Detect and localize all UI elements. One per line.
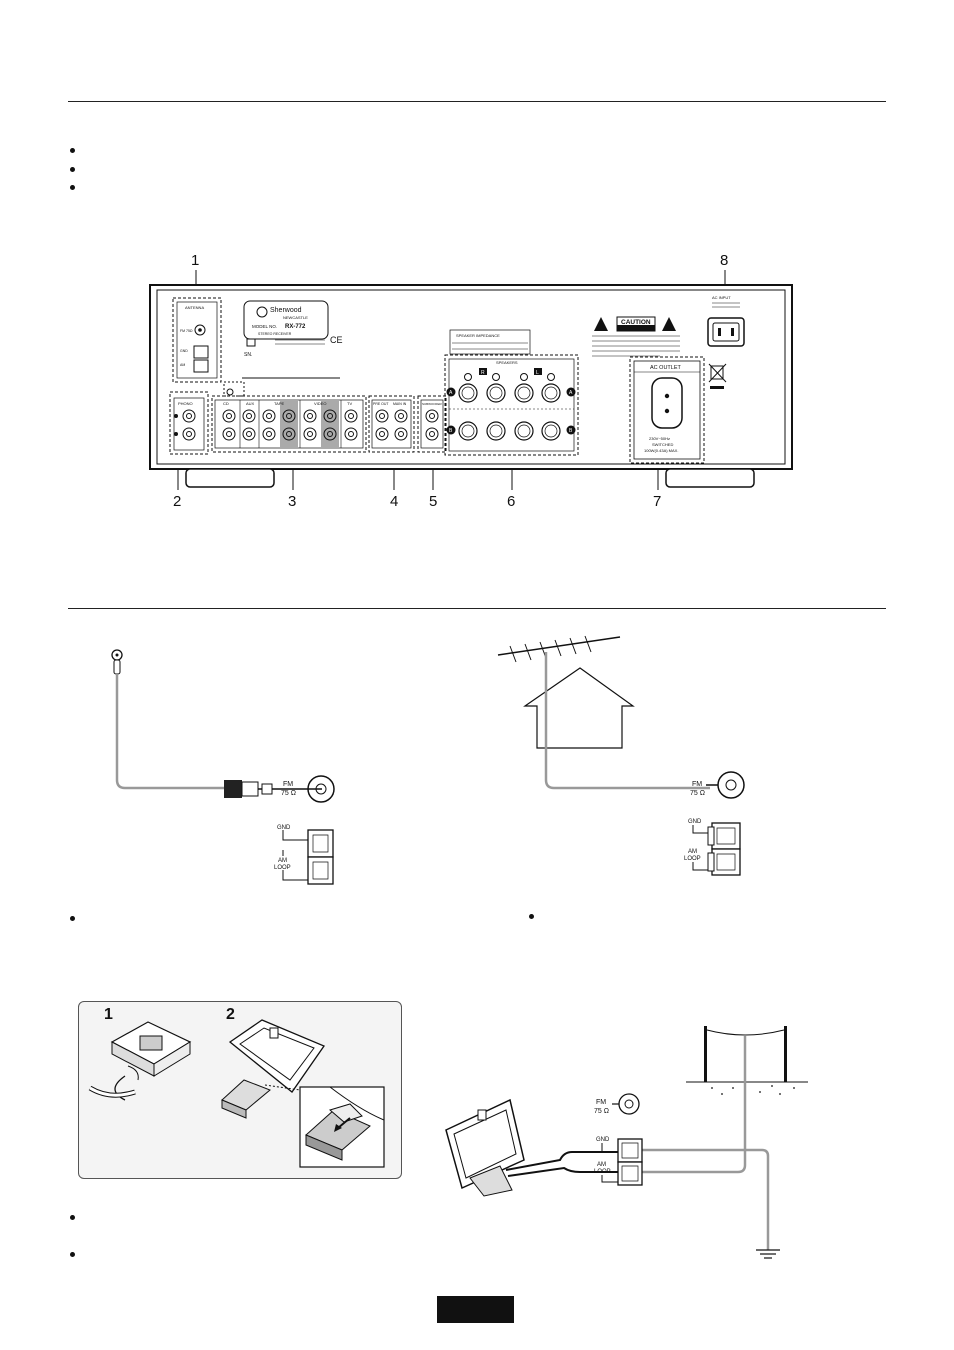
ac-input-label: AC INPUT <box>712 295 731 300</box>
subwoofer-label: SUBWOOFER <box>422 402 443 406</box>
speakers-label: SPEAKERS <box>496 360 518 365</box>
callout-1: 1 <box>191 252 200 269</box>
tv-label: TV <box>347 401 352 406</box>
speaker-impedance-label: SPEAKER IMPEDANCE <box>456 333 500 338</box>
model-sub: STEREO RECEIVER <box>258 332 292 336</box>
bullet <box>70 1252 75 1257</box>
brand-name: Sherwood <box>270 307 302 314</box>
step-1-number: 1 <box>104 1006 113 1023</box>
fm-ohm-left: 75 Ω <box>281 790 296 797</box>
gnd-label-left: GND <box>277 825 291 831</box>
video-label: VIDEO <box>314 401 326 406</box>
speaker-a-left: A <box>449 390 453 396</box>
brand-sub: NEWCASTLE <box>283 315 308 320</box>
bullet <box>70 167 75 172</box>
ac-outlet-spec-3: 100W(0.43A) MAX. <box>644 448 678 453</box>
top-rule <box>68 101 886 102</box>
fm-ohm-am: 75 Ω <box>594 1108 609 1115</box>
model-number: RX-772 <box>285 324 306 330</box>
pre-out-label: PRE OUT <box>373 402 389 406</box>
bullet <box>70 148 75 153</box>
step-2-number: 2 <box>226 1006 235 1023</box>
callout-8: 8 <box>720 252 729 269</box>
gnd-label-right: GND <box>688 819 702 825</box>
caution-label: CAUTION <box>621 319 651 326</box>
gnd-label-am: GND <box>596 1137 610 1143</box>
callout-2: 2 <box>173 493 182 510</box>
callout-4: 4 <box>390 493 399 510</box>
gnd-small-label: GND <box>180 349 188 353</box>
am-small-label: AM <box>180 363 185 367</box>
ce-mark: CE <box>330 335 343 345</box>
bullet <box>70 916 75 921</box>
ac-outlet-spec-1: 230V~50Hz <box>649 436 670 441</box>
mid-rule <box>68 608 886 609</box>
serial-label: SN. <box>244 352 252 358</box>
fm-label-right: FM <box>692 781 702 788</box>
phono-label: PHONO <box>178 401 193 406</box>
am-loop-label-right-2: LOOP <box>684 856 701 862</box>
cd-label: CD <box>223 401 229 406</box>
speaker-b-right: B <box>569 428 573 434</box>
ac-outlet-label: AC OUTLET <box>650 365 682 371</box>
aux-label: AUX <box>246 401 255 406</box>
channel-l: L <box>536 370 539 376</box>
speaker-a-right: A <box>569 390 573 396</box>
fm-small-label: FM 75Ω <box>180 329 193 333</box>
am-loop-label-left-1: AM <box>278 858 287 864</box>
fm-label-am: FM <box>596 1099 606 1106</box>
am-loop-label-am-1: AM <box>597 1162 606 1168</box>
callout-6: 6 <box>507 493 516 510</box>
callout-3: 3 <box>288 493 297 510</box>
antenna-label: ANTENNA <box>185 305 204 310</box>
bullet <box>70 1215 75 1220</box>
bullet <box>529 914 534 919</box>
callout-5: 5 <box>429 493 438 510</box>
main-in-label: MAIN IN <box>393 402 407 406</box>
ac-outlet-spec-2: SWITCHED <box>652 442 673 447</box>
channel-r: R <box>481 370 485 376</box>
bullet <box>70 185 75 190</box>
fm-label-left: FM <box>283 781 293 788</box>
speaker-b-left: B <box>449 428 453 434</box>
am-loop-label-left-2: LOOP <box>274 865 291 871</box>
model-label: MODEL NO. <box>252 324 277 329</box>
page-number-box <box>437 1296 514 1323</box>
tape-label: TAPE <box>274 401 284 406</box>
callout-7: 7 <box>653 493 662 510</box>
fm-ohm-right: 75 Ω <box>690 790 705 797</box>
am-loop-label-right-1: AM <box>688 849 697 855</box>
